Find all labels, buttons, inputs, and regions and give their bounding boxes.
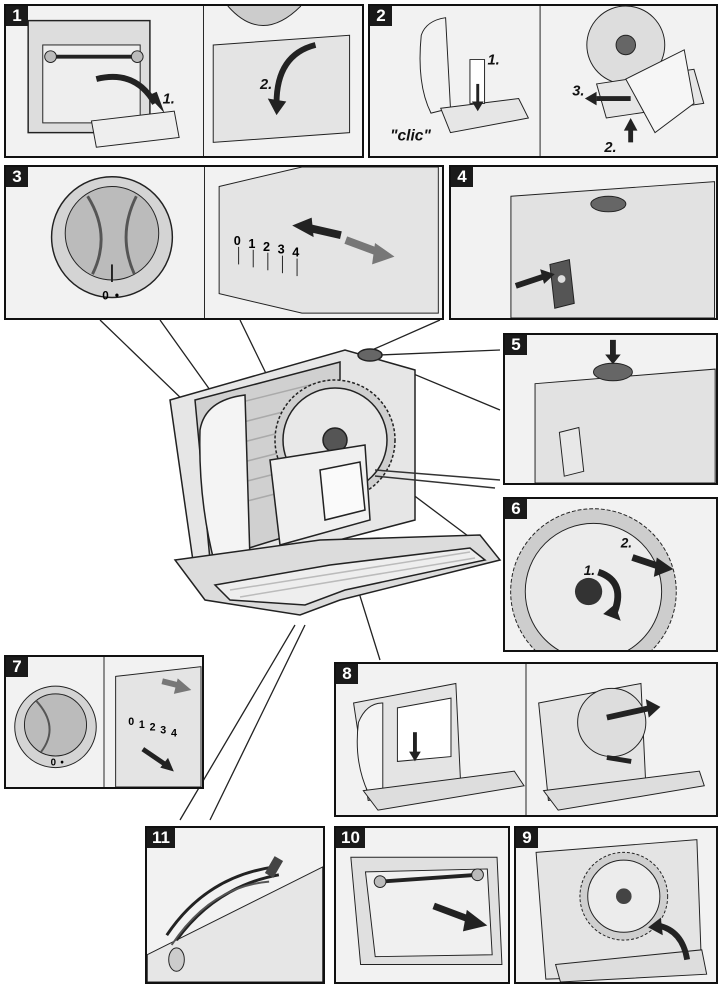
step-11-panel: 11 [145,826,325,984]
dial-zero-label: 0 [102,289,109,302]
step-7-panel: 7 0 • 0 1 2 3 4 [4,655,204,789]
step-6-panel: 6 1. 2. [503,497,718,652]
scale-label-0: 0 [234,234,241,248]
step-6-label-a: 1. [584,563,595,578]
step-3-illustration [50,167,439,318]
dial-dot-label: • [60,758,64,769]
scale-label-3: 3 [160,725,166,737]
scale-label-4: 4 [292,246,299,260]
step-9-illustration [535,839,708,982]
step-6-illustration [510,508,677,650]
step-10-illustration [350,856,503,965]
step-4-illustration [510,181,716,318]
step-number: 2 [370,6,392,26]
step-2-label-c: 3. [572,84,584,100]
step-2-labels: 1. "clic" 3. 2. [390,52,616,156]
step-number: 4 [451,167,473,187]
step-1-illustration [27,6,351,156]
step-number: 10 [336,828,365,848]
step-11-illustration [147,856,323,982]
step-number: 11 [147,828,175,848]
scale-label-1: 1 [248,237,255,251]
step-7-illustration [14,657,202,787]
step-2-clic: "clic" [390,127,431,144]
dial-zero-label: 0 [51,758,56,769]
step-number: 1 [6,6,28,26]
slicer-body [169,348,502,616]
step-2-label-a: 1. [487,52,499,68]
step-6-label-b: 2. [620,536,632,551]
step-2-panel: 2 1. "clic" 3. 2. [368,4,718,158]
scale-label-2: 2 [150,722,156,734]
scale-label-4: 4 [171,728,177,740]
step-6-labels: 1. 2. [584,536,632,578]
step-3-labels: 0 • 0 1 2 3 4 [102,234,299,303]
scale-label-2: 2 [263,240,270,254]
step-5-panel: 5 [503,333,718,485]
step-4-panel: 4 [449,165,718,320]
step-9-panel: 9 [514,826,718,984]
step-number: 3 [6,167,28,187]
step-number: 8 [336,664,358,684]
step-number: 7 [6,657,28,677]
dial-dot-label: • [115,289,119,302]
step-1-panel: 1 1. 2. [4,4,364,158]
step-1-label-a: 1. [163,91,175,107]
step-3-panel: 3 0 • 0 1 2 3 4 [4,165,444,320]
step-number: 5 [505,335,527,355]
step-2-label-b: 2. [603,140,616,156]
step-1-labels: 1. 2. [163,77,273,108]
step-7-labels: 0 • 0 1 2 3 4 [51,716,177,769]
step-8-panel: 8 [334,662,718,817]
scale-label-0: 0 [128,716,134,728]
step-2-illustration [419,6,705,156]
step-number: 6 [505,499,527,519]
scale-label-1: 1 [139,719,145,731]
step-1-label-b: 2. [259,77,272,93]
step-8-illustration [353,664,705,815]
step-5-illustration [534,339,716,483]
step-number: 9 [516,828,538,848]
scale-label-3: 3 [278,243,285,257]
step-10-panel: 10 [334,826,510,984]
